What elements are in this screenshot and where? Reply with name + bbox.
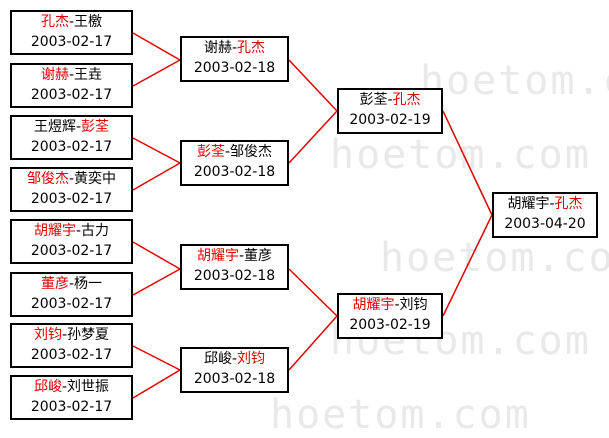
player-name: 古力 [81, 223, 110, 239]
match-box-r1-4: 邹俊杰-黄奕中 2003-02-17 [10, 167, 133, 212]
match-date: 2003-02-17 [30, 399, 113, 415]
player-name: 董彦 [244, 248, 273, 264]
match-players: 彭荃-孔杰 [359, 92, 421, 108]
connector-line [288, 110, 338, 164]
match-box-r2-3: 胡耀宇-董彦 2003-02-18 [180, 244, 289, 290]
connector-line [288, 268, 338, 317]
match-players: 邱峻-刘世振 [33, 379, 110, 395]
connector-line [132, 268, 181, 296]
match-box-r1-8: 邱峻-刘世振 2003-02-17 [10, 375, 133, 420]
match-players: 王煜辉-彭荃 [33, 119, 110, 135]
match-date: 2003-02-17 [30, 139, 113, 155]
match-date: 2003-02-17 [30, 87, 113, 103]
player-name: 刘世振 [67, 379, 110, 395]
match-players: 谢赫-孔杰 [203, 40, 266, 56]
match-date: 2003-02-18 [193, 371, 276, 387]
match-box-r2-2: 彭荃-邹俊杰 2003-02-18 [180, 140, 289, 186]
player-name: 谢赫 [203, 40, 232, 56]
player-name: 孔杰 [554, 196, 583, 212]
player-name: 王檄 [74, 14, 103, 30]
connector-line [132, 59, 181, 87]
player-name: 王垚 [74, 67, 103, 83]
match-date: 2003-02-19 [349, 317, 431, 333]
match-date: 2003-02-17 [30, 243, 113, 259]
match-date: 2003-02-18 [193, 268, 276, 284]
connector-line [132, 162, 181, 191]
match-players: 孔杰-王檄 [40, 14, 103, 30]
connector-line [442, 214, 493, 317]
connector-line [132, 137, 181, 164]
match-box-r1-5: 胡耀宇-古力 2003-02-17 [10, 219, 133, 264]
match-date: 2003-02-17 [30, 347, 113, 363]
player-name: 彭荃 [196, 144, 225, 160]
player-name: 胡耀宇 [352, 297, 395, 313]
player-name: 邱峻 [203, 351, 232, 367]
connector-line [288, 315, 338, 371]
match-date: 2003-02-17 [30, 191, 113, 207]
connector-line [132, 369, 181, 399]
match-box-r1-3: 王煜辉-彭荃 2003-02-17 [10, 115, 133, 160]
connector-line [132, 345, 181, 371]
match-players: 胡耀宇-刘钧 [352, 297, 428, 313]
match-box-r2-4: 邱峻-刘钧 2003-02-18 [180, 347, 289, 393]
match-players: 邹俊杰-黄奕中 [26, 171, 117, 187]
match-players: 谢赫-王垚 [40, 67, 103, 83]
watermark-text: hoetom.com [330, 132, 591, 178]
match-players: 彭荃-邹俊杰 [196, 144, 273, 160]
match-players: 刘钧-孙梦夏 [33, 327, 110, 343]
bracket-connectors [132, 32, 493, 399]
match-box-r1-1: 孔杰-王檄 2003-02-17 [10, 10, 133, 55]
player-name: 孙梦夏 [67, 327, 110, 343]
match-players: 胡耀宇-古力 [33, 223, 110, 239]
player-name: 王煜辉 [33, 119, 76, 135]
match-date: 2003-02-18 [193, 60, 276, 76]
connector-line [132, 32, 181, 61]
match-players: 胡耀宇-孔杰 [507, 196, 583, 212]
player-name: 孔杰 [40, 14, 69, 30]
match-date: 2003-02-18 [193, 164, 276, 180]
player-name: 刘钧 [237, 351, 266, 367]
match-date: 2003-02-17 [30, 34, 113, 50]
player-name: 谢赫 [40, 67, 69, 83]
match-players: 胡耀宇-董彦 [196, 248, 273, 264]
player-name: 邹俊杰 [26, 171, 69, 187]
player-name: 孔杰 [237, 40, 266, 56]
match-box-r1-2: 谢赫-王垚 2003-02-17 [10, 63, 133, 108]
connector-line [132, 241, 181, 270]
watermark-text: hoetom.com [380, 235, 609, 281]
match-date: 2003-02-17 [30, 296, 113, 312]
connector-line [288, 59, 338, 112]
player-name: 杨一 [74, 276, 103, 292]
match-date: 2003-02-19 [349, 112, 431, 128]
match-box-r3-2: 胡耀宇-刘钧 2003-02-19 [337, 293, 443, 339]
player-name: 黄奕中 [74, 171, 117, 187]
match-date: 2003-04-20 [504, 216, 586, 232]
player-name: 邹俊杰 [230, 144, 273, 160]
watermark-text: hoetom.com [420, 58, 609, 104]
match-players: 邱峻-刘钧 [203, 351, 266, 367]
player-name: 邱峻 [33, 379, 62, 395]
player-name: 刘钧 [399, 297, 428, 313]
match-box-r3-1: 彭荃-孔杰 2003-02-19 [337, 88, 443, 134]
match-box-r2-1: 谢赫-孔杰 2003-02-18 [180, 36, 289, 82]
match-box-r1-7: 刘钧-孙梦夏 2003-02-17 [10, 323, 133, 368]
player-name: 董彦 [40, 276, 69, 292]
player-name: 彭荃 [81, 119, 110, 135]
match-box-final: 胡耀宇-孔杰 2003-04-20 [492, 192, 598, 238]
player-name: 胡耀宇 [196, 248, 239, 264]
player-name: 彭荃 [359, 92, 388, 108]
match-players: 董彦-杨一 [40, 276, 103, 292]
connector-line [442, 110, 493, 216]
player-name: 胡耀宇 [507, 196, 550, 212]
player-name: 刘钧 [33, 327, 62, 343]
player-name: 胡耀宇 [33, 223, 76, 239]
match-box-r1-6: 董彦-杨一 2003-02-17 [10, 272, 133, 317]
player-name: 孔杰 [392, 92, 421, 108]
